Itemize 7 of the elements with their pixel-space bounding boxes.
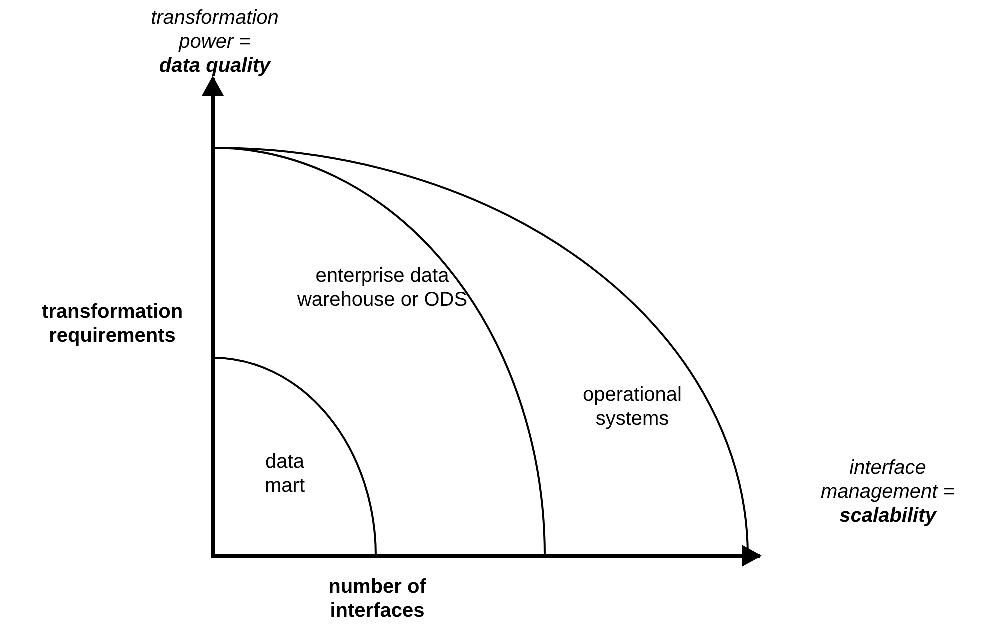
axis-label: transformation requirements xyxy=(40,300,184,348)
region-label: enterprise data warehouse or ODS xyxy=(296,264,469,312)
axis-label: interface management = scalability xyxy=(820,456,956,528)
region-label: operational systems xyxy=(582,383,683,431)
region-label: data mart xyxy=(264,450,306,498)
axis-label: number of interfaces xyxy=(328,575,428,623)
axis-label: transformation power = data quality xyxy=(150,6,280,78)
